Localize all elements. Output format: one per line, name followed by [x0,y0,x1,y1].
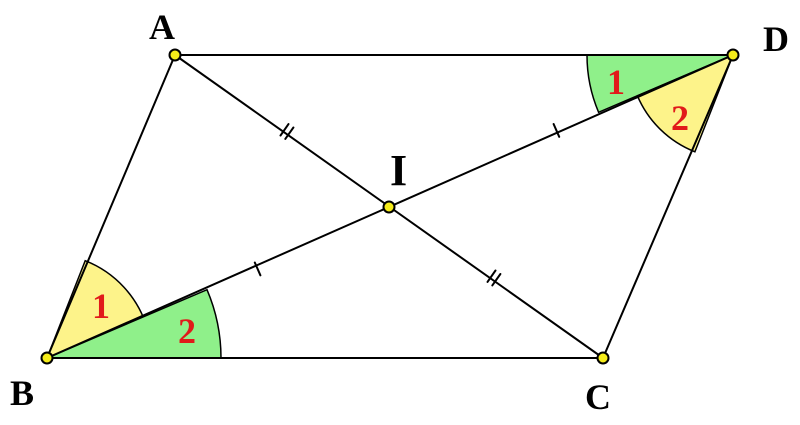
label-D: D [763,19,789,59]
angle-label-B2: 2 [178,311,196,351]
segment-AB [46,54,176,359]
angle-label-D2: 2 [671,98,689,138]
point-B [40,351,54,365]
label-I: I [390,146,407,195]
point-I [382,200,396,214]
tick-mark-ID [552,123,561,138]
segment-DC [602,54,734,359]
tick-mark-BI [253,261,262,277]
tick-mark-AI-1 [279,123,290,137]
point-C [596,351,610,365]
label-C: C [585,377,611,417]
angle-label-B1: 1 [92,286,110,326]
tick-mark-IC-2 [491,273,502,287]
tick-mark-AI-2 [284,126,295,140]
tick-mark-IC-1 [486,269,497,283]
point-A [168,48,182,62]
label-A: A [149,7,175,47]
label-B: B [10,373,34,413]
angle-label-D1: 1 [607,62,625,102]
point-D [726,48,740,62]
